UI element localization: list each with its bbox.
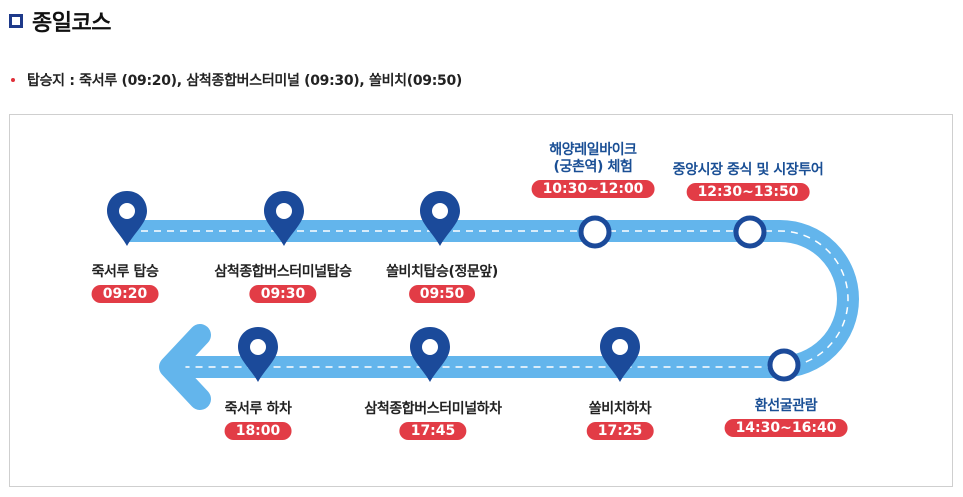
arrow-head-icon [159, 324, 211, 410]
stop-time: 14:30~16:40 [724, 419, 848, 437]
stop-5: 중앙시장 중식 및 시장투어 12:30~13:50 [673, 162, 824, 201]
stop-time: 18:00 [224, 422, 292, 440]
circle-icon [767, 348, 801, 382]
stop-name: 쏠비치탑승(정문앞) [386, 264, 498, 280]
circle-icon [733, 215, 767, 249]
stop-2: 삼척종합버스터미널탑승 09:30 [214, 261, 352, 303]
stop-time: 17:45 [399, 422, 467, 440]
stop-time: 09:30 [249, 285, 317, 303]
stop-name: 해양레일바이크 [549, 142, 637, 158]
stop-name: 쏠비치하차 [588, 401, 652, 417]
stop-time: 17:25 [586, 422, 654, 440]
boarding-info-text: 탑승지 : 죽서루 (09:20), 삼척종합버스터미널 (09:30), 쏠비… [27, 73, 463, 89]
stop-7: 쏠비치하차 17:25 [586, 398, 654, 440]
circle-icon [578, 215, 612, 249]
route-path [107, 191, 859, 410]
stop-name: 중앙시장 중식 및 시장투어 [672, 162, 824, 178]
square-bullet-icon [9, 14, 23, 28]
stop-6: 환선굴관람 14:30~16:40 [724, 398, 848, 437]
stop-time: 09:50 [408, 285, 476, 303]
stop-name-line2: (궁촌역) 체험 [553, 159, 633, 175]
stop-9: 죽서루 하차 18:00 [225, 398, 292, 440]
bullet-dot-icon [11, 78, 15, 82]
boarding-info: 탑승지 : 죽서루 (09:20), 삼척종합버스터미널 (09:30), 쏠비… [11, 70, 462, 90]
stop-time: 12:30~13:50 [686, 183, 810, 201]
stop-name: 삼척종합버스터미널하차 [364, 401, 502, 417]
stop-name: 삼척종합버스터미널탑승 [214, 264, 352, 280]
stop-name: 환선굴관람 [754, 398, 818, 414]
stop-time: 09:20 [91, 285, 159, 303]
stop-1: 죽서루 탑승 09:20 [92, 261, 159, 303]
page-title: 종일코스 [32, 11, 111, 36]
stop-8: 삼척종합버스터미널하차 17:45 [364, 398, 502, 440]
stop-time: 10:30~12:00 [531, 180, 655, 198]
route-diagram-panel: 죽서루 탑승 09:20 삼척종합버스터미널탑승 09:30 쏠비치탑승(정문앞… [9, 114, 953, 487]
stop-name: 죽서루 탑승 [91, 264, 159, 280]
stop-name: 죽서루 하차 [224, 401, 292, 417]
page-header: 종일코스 [9, 6, 111, 36]
stop-4: 해양레일바이크 (궁촌역) 체험 10:30~12:00 [531, 142, 655, 198]
stop-3: 쏠비치탑승(정문앞) 09:50 [386, 261, 498, 303]
